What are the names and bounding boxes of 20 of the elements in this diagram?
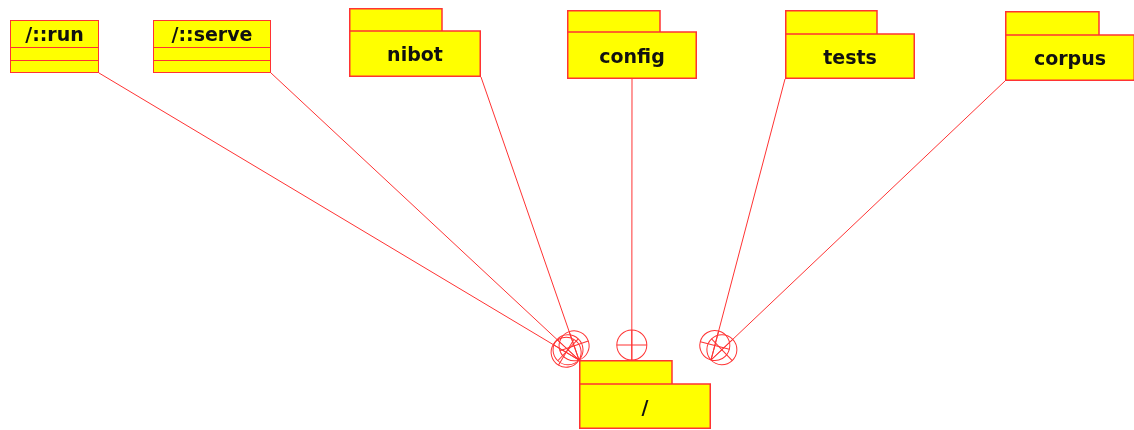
package-box: [785, 10, 915, 79]
package-name: config: [599, 44, 665, 67]
package-name: corpus: [1033, 47, 1107, 69]
containment-line: [699, 78, 786, 361]
package-box: [579, 360, 711, 429]
containment-line: [270, 72, 584, 366]
class-name: /::run: [25, 23, 84, 45]
package-box: [567, 10, 697, 79]
containment-line: [706, 80, 1006, 366]
package-name: /: [641, 395, 649, 418]
class-box: [153, 20, 271, 73]
package-box: [349, 8, 481, 77]
containment-line: [98, 72, 582, 368]
class-name: /::serve: [171, 23, 253, 45]
containment-line: [616, 78, 648, 361]
package-box: [1005, 11, 1134, 81]
package-name: tests: [823, 45, 877, 68]
package-name: nibot: [387, 43, 443, 65]
class-box: [10, 20, 99, 73]
containment-line: [480, 76, 590, 362]
